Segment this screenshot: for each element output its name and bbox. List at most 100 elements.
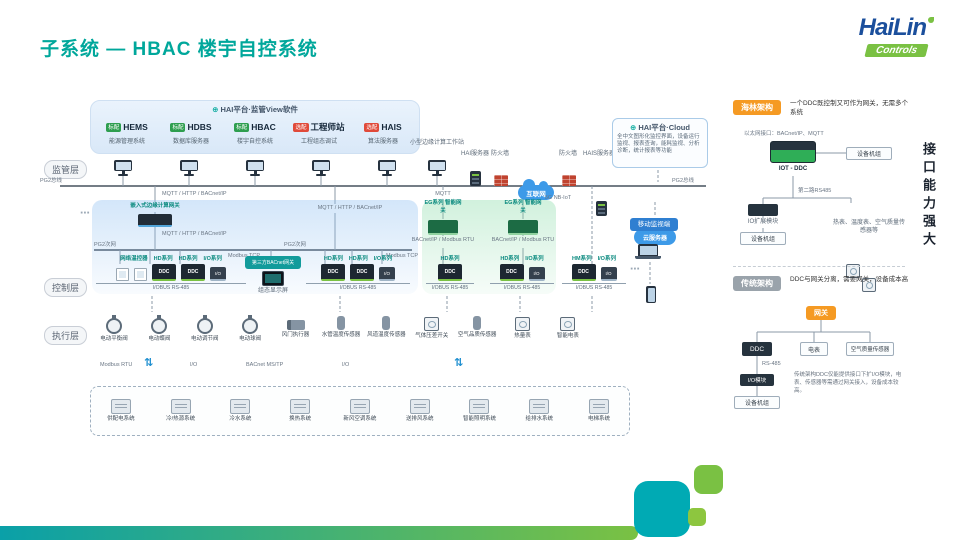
switch-icon [424, 317, 440, 331]
hais-server-icon [596, 201, 607, 216]
subnet-label: PG2次网 [284, 242, 307, 248]
cluster-head: I/O系列 [525, 256, 544, 262]
display-screen-icon [262, 271, 284, 286]
io-module-icon: I/O [528, 267, 545, 281]
subsystem-item: 冷水系统 [214, 399, 266, 422]
hai-platform-icon: ⊕ [630, 123, 637, 132]
workstation-monitor-icon [180, 160, 198, 176]
logo-text: HaiLin [859, 16, 934, 40]
protocol-label: BACnet/IP / Modbus RTU [411, 237, 475, 243]
subsystem-icon [589, 399, 609, 415]
decor-teal-square [634, 481, 690, 537]
app-name: HDBS [187, 122, 212, 132]
subsystem-icon [349, 399, 370, 415]
valve-icon [151, 315, 168, 334]
subsystem-icon [469, 399, 490, 415]
equipment-unit-box: 设备机组 [846, 147, 892, 160]
protocol-label: MQTT / HTTP / BACnet/IP [317, 205, 383, 211]
control-cluster-3: HD系列 DDC I/OBUS RS-485 [426, 254, 474, 291]
air-sensor-box: 空气质量传感器 [846, 342, 894, 356]
optional-tag: 选配 [293, 122, 309, 132]
meter-icon [515, 317, 531, 331]
subsystem-item: 送排风系统 [394, 399, 446, 422]
laptop-icon [635, 244, 661, 259]
app-name: HBAC [251, 122, 276, 132]
ddc-controller: DDC [499, 264, 524, 281]
field-device: 空气品质传感器 [455, 314, 499, 342]
meter-box: 电表 [800, 342, 828, 356]
control-cluster-2: HD系列 HD系列 I/O系列 DDC DDC I/O I/OBUS RS-48… [306, 254, 410, 291]
edge-station-monitor-icon [428, 160, 446, 176]
ddc-controller: DDC [350, 264, 374, 281]
app-desc: 算法服务器 [367, 139, 398, 145]
equipment-unit-box: 设备机组 [734, 396, 780, 409]
device-label: 空气品质传感器 [457, 332, 497, 338]
field-device: 电动调节阀 [183, 314, 227, 342]
rs485-label: 第二路RS485 [798, 188, 832, 194]
firewall-right-label: 防火墙 [558, 151, 577, 157]
cluster-head: HD系列 [323, 256, 343, 262]
io-extension-device [748, 204, 778, 216]
subsystem-icon [170, 399, 191, 415]
internet-label: 互联网 [526, 190, 546, 198]
display-screen-label: 组态显示屏 [257, 288, 288, 294]
exec-protocol-label: I/O [190, 362, 198, 368]
layer-label-control: 控制层 [44, 278, 88, 297]
subsystem-item: 智能照明系统 [453, 399, 505, 422]
firewall-left-label: 防火墙 [490, 151, 509, 157]
field-device: 电动蝶阀 [137, 314, 181, 342]
panel-divider [733, 266, 905, 267]
logo-subtext: Controls [864, 44, 929, 57]
io-module-icon: I/O [379, 267, 395, 281]
side-vertical-note: 接口能力强大 [921, 142, 936, 250]
app-desc: 楼宇自控系统 [236, 139, 273, 145]
protocol-label: Modbus TCP [386, 253, 418, 259]
app-name: HAIS [381, 122, 402, 132]
subsystem-label: 新风空调系统 [343, 416, 377, 423]
exec-protocol-label: Modbus RTU [100, 362, 133, 368]
app-desc: 工程组态调试 [300, 139, 337, 145]
iot-ddc-label: IOT - DDC [778, 166, 808, 172]
valve-icon [242, 315, 259, 334]
layer-label-execution: 执行层 [44, 326, 88, 345]
device-label: 智能电表 [556, 333, 579, 339]
device-label: 气体压差开关 [415, 333, 449, 339]
io-bus-label: I/OBUS RS-485 [490, 283, 554, 291]
hai-server-label: HAI服务器 [460, 151, 489, 157]
ethernet-note: 以太网接口：BACnet/IP、MQTT [744, 131, 824, 137]
standard-tag: 标配 [170, 122, 186, 132]
subsystem-item: 冷/热源系统 [155, 399, 207, 422]
optional-tag: 选配 [364, 122, 380, 132]
hai-cloud-desc: 全中文图形化监控界面，设备运行监视、报表查询，能耗监视、分析诊断，统计报表等功能 [617, 134, 700, 155]
subsystem-icon [290, 399, 311, 415]
hai-platform-icon: ⊕ [212, 105, 219, 114]
control-cluster-5: HM系列 I/O系列 DDC I/O I/OBUS RS-485 [562, 254, 626, 291]
standard-tag: 标配 [106, 122, 122, 132]
io-label: I/O [605, 270, 612, 276]
internet-cloud-icon: 互联网 [518, 179, 554, 200]
io-label: I/O [533, 270, 540, 276]
hai-cloud-box: ⊕HAI平台·Cloud 全中文图形化监控界面，设备运行监视、报表查询，能耗监视… [612, 118, 708, 168]
workstation-monitor-icon [246, 160, 264, 176]
cluster-head: 网络温控器 [120, 256, 148, 262]
field-device: 电动球阀 [228, 314, 272, 342]
field-device: 热量表 [501, 314, 545, 342]
hais-server-label: HAIS服务器 [582, 151, 615, 157]
protocol-label: MQTT [435, 191, 451, 197]
decor-gradient-strip [0, 526, 638, 540]
ellipsis-icon: ⋯ [630, 264, 640, 275]
network-thermostat-icon [116, 268, 129, 281]
subsystem-item: 供配电系统 [95, 399, 147, 422]
gateway-display-pair: 第三方BACnet网关 组态显示屏 [244, 256, 302, 296]
cluster-head: HD系列 [178, 256, 198, 262]
bacnet-gateway-label: 第三方BACnet网关 [251, 260, 295, 266]
eg-gateway-label: EG系列 智能网关 [504, 200, 542, 214]
traditional-arch-tag: 传统架构 [733, 276, 781, 291]
cluster-head: I/O系列 [597, 256, 616, 262]
workstation-monitor-icon [312, 160, 330, 176]
ddc-label: DDC [327, 268, 339, 275]
